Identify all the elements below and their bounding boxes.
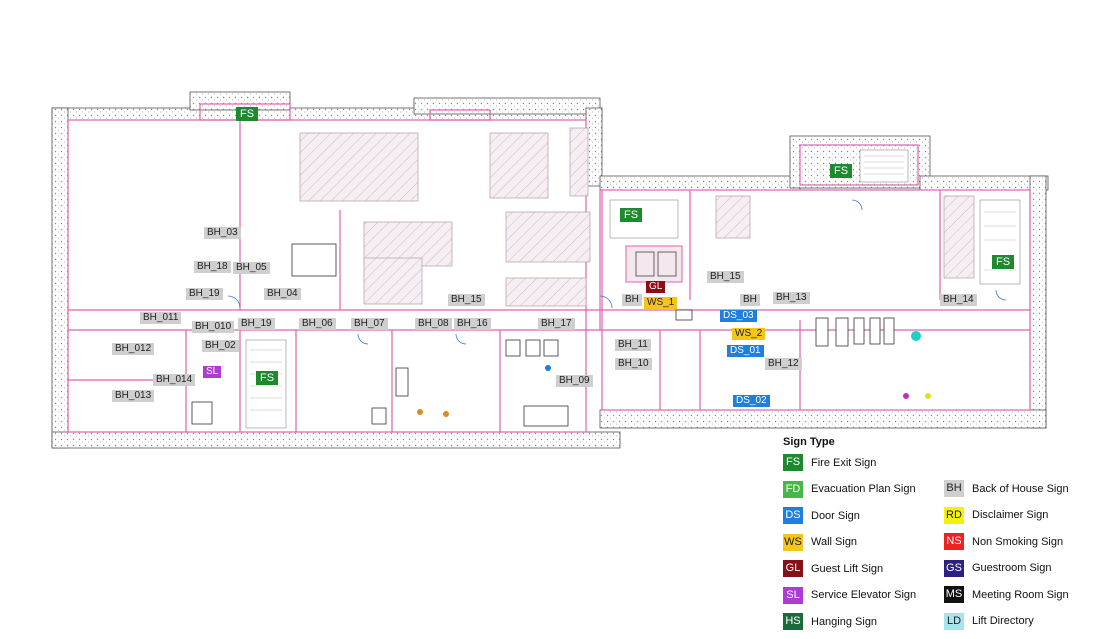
legend-label-ms: Meeting Room Sign <box>972 588 1069 601</box>
legend-label-ld: Lift Directory <box>972 615 1034 627</box>
sign-label-sl: SL <box>203 366 222 378</box>
sign-label-ds01: DS_01 <box>727 345 764 357</box>
legend-swatch-ds: DS <box>783 507 803 524</box>
legend-swatch-gl: GL <box>783 560 803 577</box>
legend-swatch-ms: MS <box>944 586 964 603</box>
fixture-markers <box>417 331 931 417</box>
sign-label-bh013: BH_013 <box>112 390 155 402</box>
legend-swatch-fd: FD <box>783 480 803 498</box>
legend-item-ms: MS Meeting Room Sign <box>944 586 1069 603</box>
sign-label-bh07: BH_07 <box>351 318 388 330</box>
legend-item-ds: DS Door Sign <box>783 507 860 524</box>
sign-label-bh10: BH_10 <box>615 358 652 370</box>
legend-label-sl: Service Elevator Sign <box>811 589 917 601</box>
sign-label-bh_b: BH <box>740 294 760 306</box>
sign-label-fs_bottom: FS <box>256 371 279 385</box>
sign-label-bh11: BH_11 <box>615 339 651 351</box>
legend-swatch-ns: NS <box>944 533 964 550</box>
legend-item-ld: LD Lift Directory <box>944 612 1034 630</box>
legend-item-rd: RD Disclaimer Sign <box>944 506 1049 524</box>
sign-label-bh16: BH_16 <box>454 318 491 330</box>
sign-label-bh012: BH_012 <box>112 343 155 355</box>
sign-label-bh04: BH_04 <box>264 288 301 300</box>
legend-item-ns: NS Non Smoking Sign <box>944 533 1063 550</box>
sign-label-bh08: BH_08 <box>415 318 452 330</box>
legend-label-rd: Disclaimer Sign <box>972 509 1049 521</box>
sign-label-bh18: BH_18 <box>194 261 231 273</box>
sign-label-gl: GL <box>646 281 666 293</box>
legend-swatch-gs: GS <box>944 559 964 577</box>
sign-label-bh011: BH_011 <box>140 312 182 324</box>
legend-label-gl: Guest Lift Sign <box>811 562 884 575</box>
legend-title: Sign Type <box>783 436 835 448</box>
legend-label-ws: Wall Sign <box>811 536 858 548</box>
legend-swatch-ld: LD <box>944 612 964 630</box>
legend-label-fs: Fire Exit Sign <box>811 456 877 469</box>
legend-item-fs: FS Fire Exit Sign <box>783 454 876 471</box>
legend-swatch-ws: WS <box>783 533 803 551</box>
sign-label-ws2: WS_2 <box>732 328 766 340</box>
gym-equipment <box>191 243 895 427</box>
sign-label-ds03: DS_03 <box>720 310 757 322</box>
sign-label-bh13: BH_13 <box>773 292 810 304</box>
legend-label-bh: Back of House Sign <box>972 482 1069 495</box>
legend-label-fd: Evacuation Plan Sign <box>811 483 916 495</box>
legend-label-gs: Guestroom Sign <box>972 562 1052 574</box>
legend-swatch-fs: FS <box>783 454 803 471</box>
sign-label-fs_right: FS <box>992 255 1015 269</box>
legend-item-gl: GL Guest Lift Sign <box>783 560 883 577</box>
sign-label-bh17: BH_17 <box>538 318 575 330</box>
sign-label-bh010: BH_010 <box>192 321 235 333</box>
door-swings <box>227 199 1007 345</box>
legend-item-ws: WS Wall Sign <box>783 533 858 551</box>
stair-treads <box>250 155 1016 411</box>
legend-item-bh: BH Back of House Sign <box>944 480 1069 497</box>
sign-label-bh19a: BH_19 <box>186 288 223 300</box>
legend-item-hs: HS Hanging Sign <box>783 613 877 630</box>
sign-label-bh15b: BH_15 <box>448 294 485 306</box>
legend-swatch-hs: HS <box>783 613 803 630</box>
sign-label-fs_mid: FS <box>620 208 643 222</box>
lift-core <box>625 245 683 283</box>
legend-swatch-rd: RD <box>944 506 964 524</box>
legend-label-hs: Hanging Sign <box>811 615 878 628</box>
sign-label-fs_right_top: FS <box>830 164 853 178</box>
sign-label-ws1: WS_1 <box>644 297 678 309</box>
sign-label-bh15a: BH_15 <box>707 271 744 283</box>
sign-label-bh03: BH_03 <box>204 227 241 239</box>
legend-label-ds: Door Sign <box>811 509 860 522</box>
sign-label-bh_a: BH <box>622 294 642 306</box>
legend-label-ns: Non Smoking Sign <box>972 535 1064 548</box>
sign-label-bh014: BH_014 <box>153 374 196 386</box>
legend-item-gs: GS Guestroom Sign <box>944 559 1052 577</box>
legend-item-sl: SL Service Elevator Sign <box>783 586 917 604</box>
sign-label-bh05: BH_05 <box>233 262 270 274</box>
hatched-zones <box>299 127 975 307</box>
sign-label-bh02: BH_02 <box>202 340 239 352</box>
sign-label-bh19b: BH_19 <box>238 318 275 330</box>
sign-label-bh09: BH_09 <box>556 375 593 387</box>
sign-label-ds02: DS_02 <box>733 395 770 407</box>
legend-swatch-bh: BH <box>944 480 964 497</box>
legend-item-fd: FD Evacuation Plan Sign <box>783 480 916 498</box>
sign-label-bh14: BH_14 <box>940 294 977 306</box>
sign-label-bh06: BH_06 <box>299 318 336 330</box>
sign-label-bh12: BH_12 <box>765 358 802 370</box>
legend-swatch-sl: SL <box>783 586 803 604</box>
sign-label-fs_top: FS <box>236 107 259 121</box>
